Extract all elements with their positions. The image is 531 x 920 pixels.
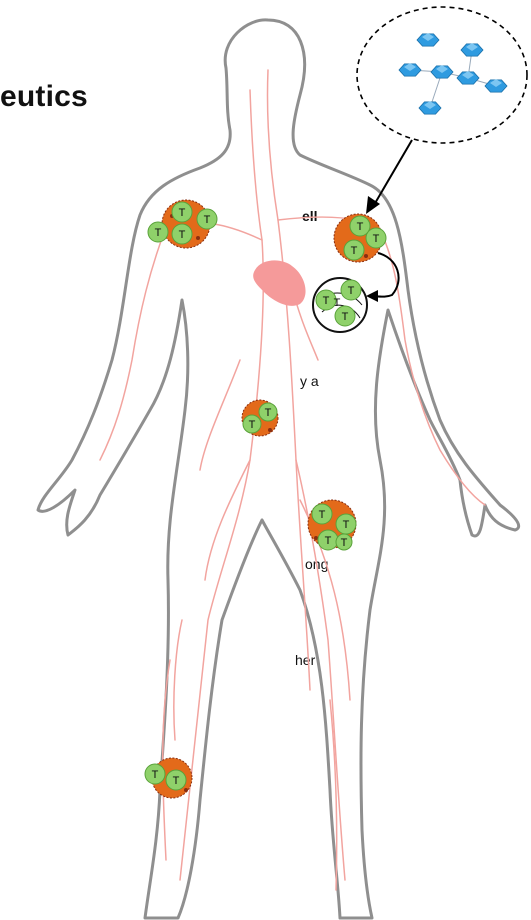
t-cell-label: T [319,509,326,521]
body-outline [38,20,519,918]
t-cell-label: T [351,245,358,257]
t-cell-label: T [334,297,341,309]
t-cell-label: T [265,407,272,419]
t-cell-label: T [325,535,332,547]
t-cell-label: T [179,229,186,241]
arrowhead-lymph [366,290,378,302]
t-cell-label: T [173,775,180,787]
t-cell-label: T [341,537,348,549]
t-cell-label: T [179,207,186,219]
t-cell-label: T [152,769,159,781]
heart [253,260,305,305]
t-cell-label: T [343,519,350,531]
t-cell-label: T [204,214,211,226]
tumor-cluster-abdomen [242,400,278,436]
t-cell-label: T [249,419,256,431]
t-cell-label: T [357,221,364,233]
t-cell-label: T [155,227,162,239]
t-cell-label: T [373,233,380,245]
t-cell-label: T [323,295,330,307]
t-cell-label: T [342,311,349,323]
t-cell-label: T [348,285,355,297]
